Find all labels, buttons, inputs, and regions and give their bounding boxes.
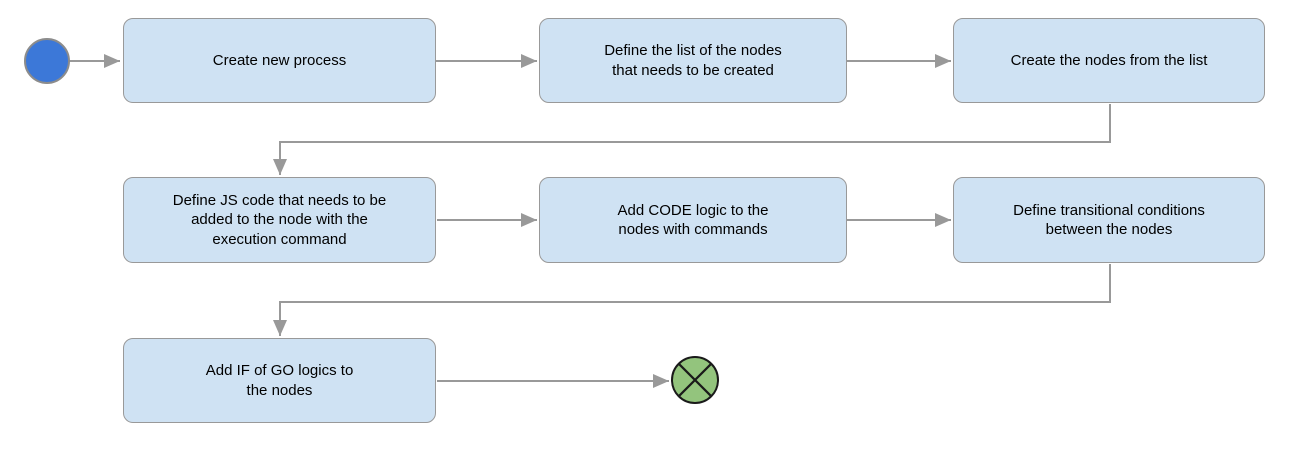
flow-step-create-nodes-from-list: Create the nodes from the list	[953, 18, 1265, 103]
end-node-x-icon	[677, 362, 713, 398]
start-node	[24, 38, 70, 84]
flow-step-add-code-logic: Add CODE logic to the nodes with command…	[539, 177, 847, 263]
flow-step-create-new-process: Create new process	[123, 18, 436, 103]
end-node	[671, 356, 719, 404]
flow-step-define-node-list: Define the list of the nodes that needs …	[539, 18, 847, 103]
flow-step-define-transitional-conditions: Define transitional conditions between t…	[953, 177, 1265, 263]
edge-step3-to-step4	[273, 104, 1111, 175]
flow-step-define-js-code: Define JS code that needs to be added to…	[123, 177, 436, 263]
edge-step6-to-step7	[273, 264, 1111, 336]
flow-step-add-if-go-logics: Add IF of GO logics to the nodes	[123, 338, 436, 423]
